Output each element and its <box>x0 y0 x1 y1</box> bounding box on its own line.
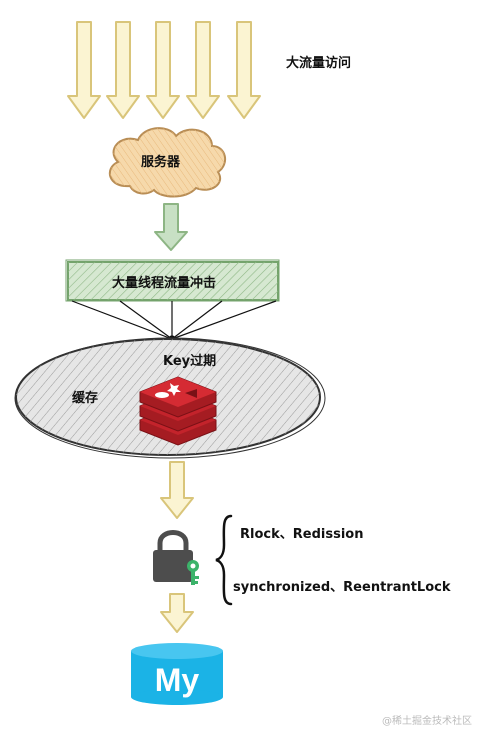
traffic-arrow-1 <box>67 21 101 119</box>
converging-lines <box>71 300 277 343</box>
traffic-arrow-2 <box>106 21 140 119</box>
thread-burst-box <box>65 259 280 302</box>
lock-icon <box>153 530 193 582</box>
traffic-arrow-4 <box>186 21 220 119</box>
cache-label: 缓存 <box>72 391 99 406</box>
traffic-arrow-5 <box>227 21 261 119</box>
thread-burst-label: 大量线程流量冲击 <box>112 276 217 291</box>
server-label: 服务器 <box>141 155 181 170</box>
database-logo-text: My <box>155 662 200 698</box>
watermark: @稀土掘金技术社区 <box>382 716 472 727</box>
key-icon <box>187 560 199 585</box>
server-cloud <box>108 127 227 198</box>
server-to-threads-arrow <box>154 203 188 251</box>
redis-icon <box>139 376 217 446</box>
lock-option-redisson: Rlock、Redission <box>240 527 364 542</box>
traffic-label: 大流量访问 <box>286 56 352 71</box>
lock-options-brace <box>215 514 233 606</box>
key-expired-label: Key过期 <box>163 354 217 369</box>
traffic-arrow-3 <box>146 21 180 119</box>
cache-to-lock-arrow <box>160 461 194 519</box>
lock-option-synchronized: synchronized、ReentrantLock <box>233 580 451 595</box>
mysql-database-icon: My <box>131 643 223 705</box>
traffic-arrows <box>67 21 261 119</box>
lock-to-db-arrow <box>160 593 194 633</box>
